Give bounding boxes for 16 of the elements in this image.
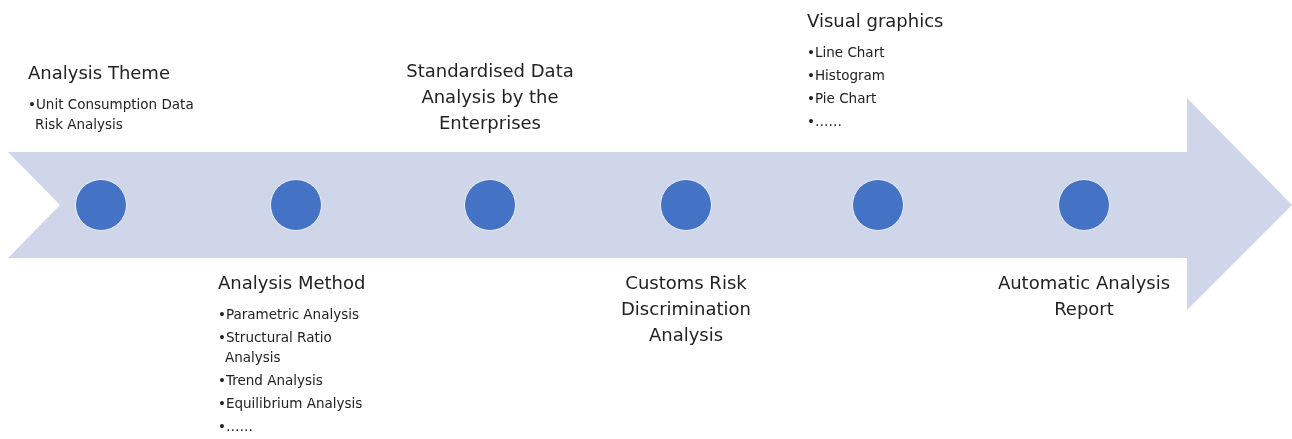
bullet-item: •Trend Analysis bbox=[218, 371, 324, 390]
bullet-item: •…… bbox=[807, 112, 843, 131]
bullet-item: •Pie Chart bbox=[807, 89, 878, 108]
bullet-item: •…… bbox=[218, 417, 254, 436]
step-heading: Standardised Data Analysis by the Enterprises bbox=[405, 59, 575, 135]
step-heading: Visual graphics bbox=[807, 9, 945, 33]
step-heading: Analysis Method bbox=[218, 271, 367, 295]
bullet-item: •Structural Ratio Analysis bbox=[218, 328, 333, 367]
bullet-item: •Line Chart bbox=[807, 43, 886, 62]
step-heading: Analysis Theme bbox=[28, 61, 171, 85]
step-heading: Customs Risk Discrimination Analysis bbox=[620, 271, 752, 347]
bullet-item: •Histogram bbox=[807, 66, 886, 85]
bullet-item: •Unit Consumption Data Risk Analysis bbox=[28, 95, 195, 134]
bullet-item: •Parametric Analysis bbox=[218, 305, 360, 324]
step-heading: Automatic Analysis Report bbox=[996, 271, 1172, 321]
bullet-item: •Equilibrium Analysis bbox=[218, 394, 364, 413]
